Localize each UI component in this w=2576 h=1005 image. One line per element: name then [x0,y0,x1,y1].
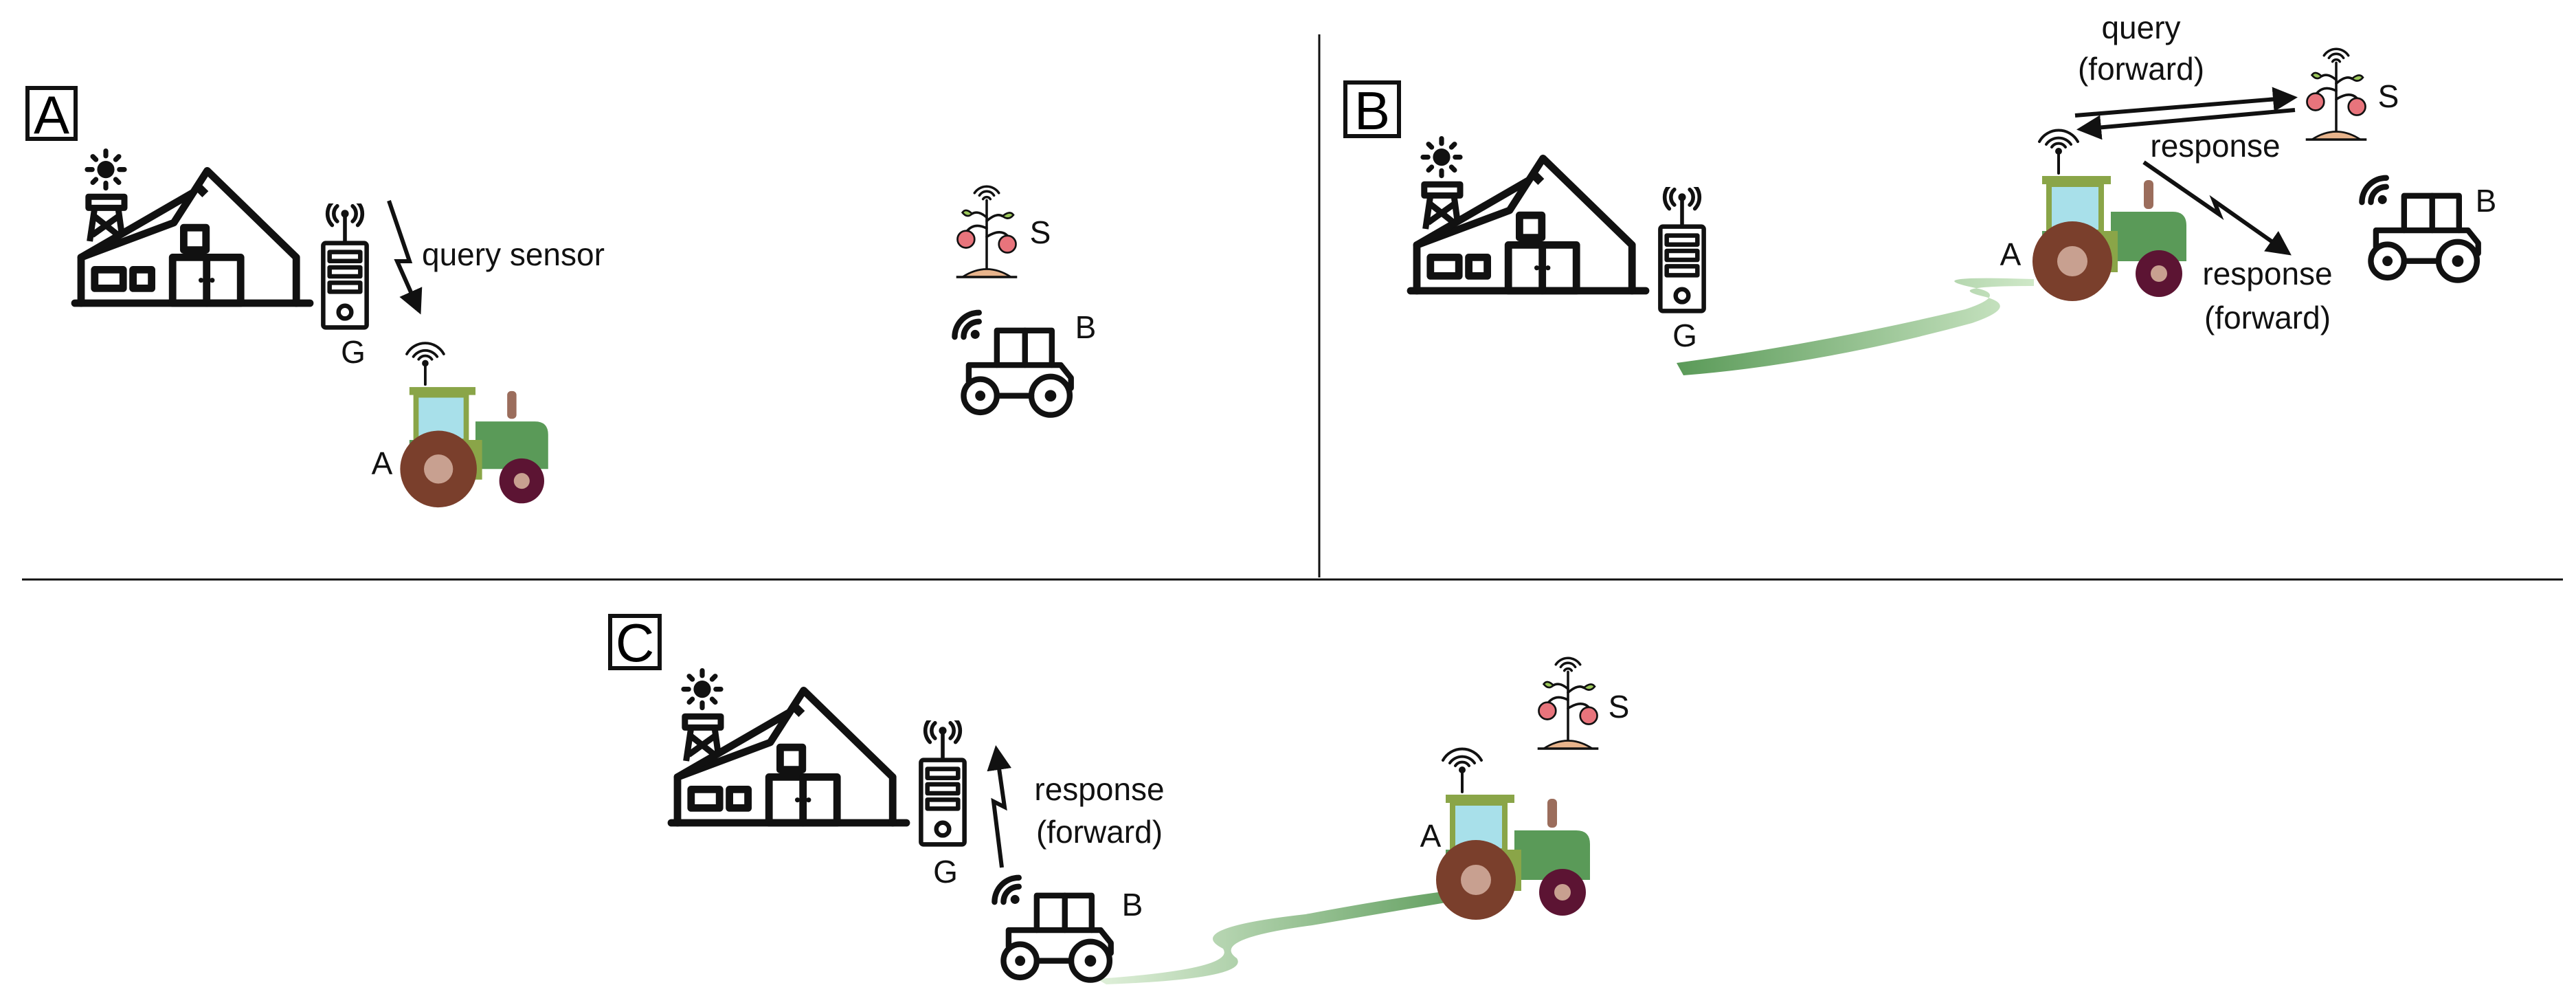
response-forward-label-line1: response [2202,256,2332,291]
tractor-a-icon [1436,749,1590,920]
tractor-b-label: B [1122,887,1143,923]
gateway-label: G [1672,318,1697,353]
panel-c-letter: C [616,612,654,673]
response-forward-arrow [2142,160,2292,256]
panel-b-letter: B [1354,80,1390,141]
sensor-plant-icon [2304,47,2368,141]
panel-a: A G query sensor A S B [25,85,1097,507]
tractor-b-icon [994,878,1110,980]
tractor-b-icon [954,313,1071,415]
panel-a-letter: A [34,85,69,145]
farm-house-icon [1411,139,1646,291]
response-label: response [2150,128,2280,164]
tractor-b-label: B [1075,309,1097,345]
response-forward-label-line2: (forward) [2204,300,2331,335]
response-arrow [2076,108,2296,140]
query-forward-arrow [2074,87,2298,118]
panel-c-letter-box [608,614,662,670]
tractor-a-label: A [2000,236,2021,272]
sensor-plant-icon [1536,656,1600,750]
panel-b: B G A query (forward) response S respons… [1343,10,2497,375]
sensor-label: S [1609,689,1630,725]
response-forward-label-line1: response [1034,771,1164,807]
tractor-path [1677,278,2034,375]
query-forward-label-line1: query [2101,10,2180,45]
tractor-path [1097,887,1484,984]
gateway-label: G [933,854,958,890]
sensor-label: S [2378,78,2399,114]
response-forward-arrow [987,745,1012,868]
farm-house-icon [671,671,906,823]
query-sensor-label: query sensor [422,236,605,272]
gateway-label: G [341,334,366,370]
query-forward-label-line2: (forward) [2078,51,2204,87]
tractor-b-label: B [2476,183,2497,219]
panel-b-letter-box [1343,80,1401,138]
tractor-a-label: A [1420,818,1442,854]
response-forward-label-line2: (forward) [1036,814,1163,850]
farm-house-icon [75,151,310,303]
tractor-a-label: A [372,445,393,481]
query-sensor-arrow [387,200,423,315]
gateway-server-icon [921,719,964,844]
panel-c: C G B response (forward) A S [608,612,1630,984]
tractor-a-icon [400,343,548,507]
gateway-server-icon [323,202,366,327]
gateway-server-icon [1660,186,1703,311]
tractor-b-icon [2362,178,2478,280]
panel-a-letter-box [25,86,78,141]
sensor-label: S [1030,214,1051,250]
sensor-plant-icon [954,185,1019,278]
